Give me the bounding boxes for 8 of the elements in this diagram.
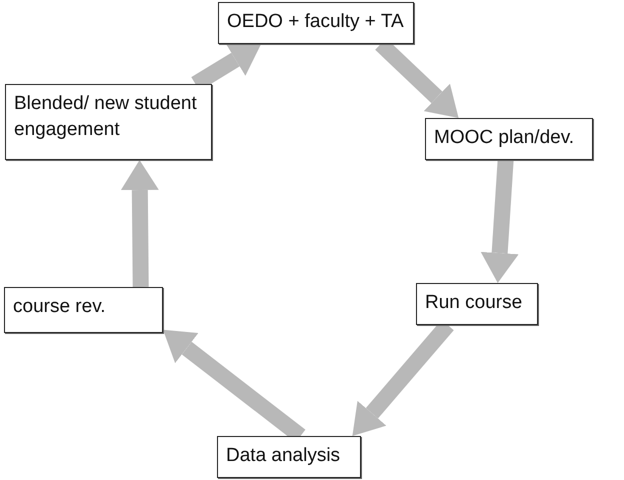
process-box: course rev. xyxy=(4,287,163,333)
process-box: Run course xyxy=(416,283,538,325)
process-box: Data analysis xyxy=(217,436,361,478)
process-box: Blended/ new student engagement xyxy=(5,84,212,160)
process-box: OEDO + faculty + TA xyxy=(218,2,414,44)
block-arrow xyxy=(120,160,159,288)
block-arrow xyxy=(480,159,519,283)
process-box: MOOC plan/dev. xyxy=(425,118,593,160)
